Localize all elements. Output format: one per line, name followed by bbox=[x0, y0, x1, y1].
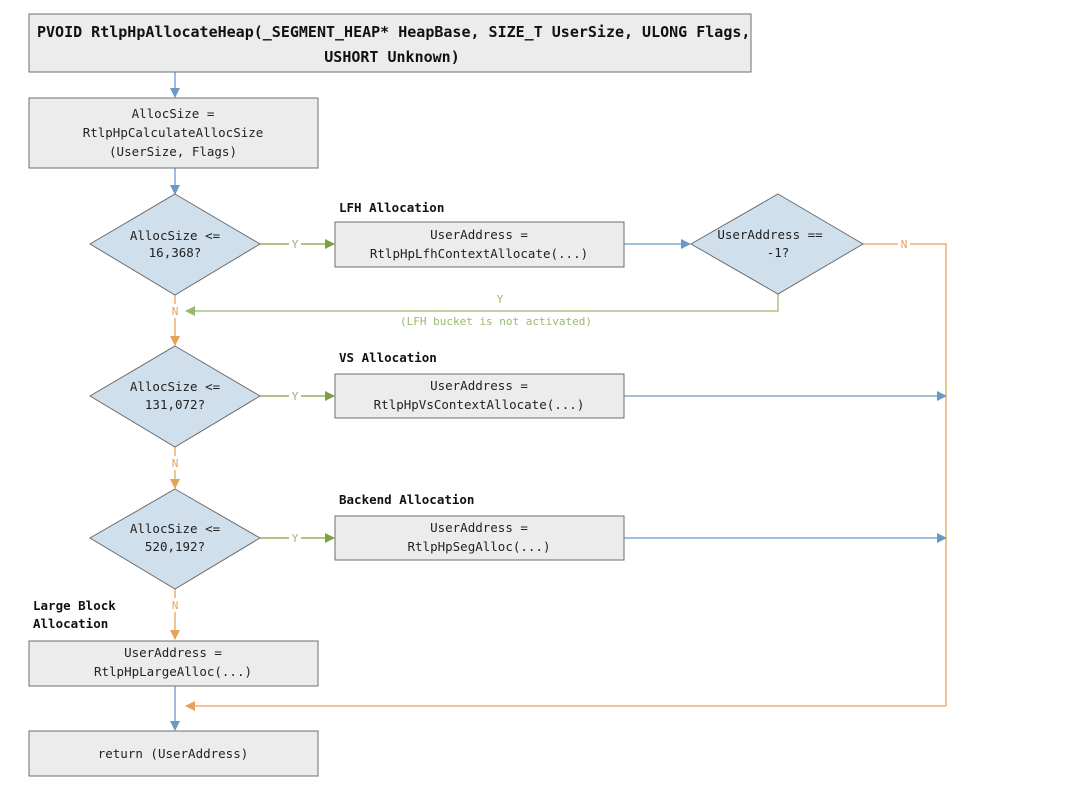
section-label-vs: VS Allocation bbox=[339, 350, 437, 365]
calc-alloc-size-line-3: (UserSize, Flags) bbox=[109, 144, 237, 159]
section-label-large-line-2: Allocation bbox=[33, 616, 108, 631]
edge-result-check-yes bbox=[185, 294, 779, 316]
seg-alloc-box: UserAddress = RtlpHpSegAlloc(...) bbox=[334, 515, 625, 561]
edge-result-check-no-b bbox=[910, 243, 947, 706]
lfh-check-diamond: AllocSize <= 16,368? bbox=[89, 193, 261, 296]
edge-label-no-backend: N bbox=[172, 599, 179, 612]
backend-check-diamond: AllocSize <= 520,192? bbox=[89, 488, 261, 590]
function-signature-line-2: USHORT Unknown) bbox=[324, 48, 459, 66]
large-alloc-line-2: RtlpHpLargeAlloc(...) bbox=[94, 664, 252, 679]
seg-alloc-line-2: RtlpHpSegAlloc(...) bbox=[408, 539, 551, 554]
lfh-result-check-diamond: UserAddress == -1? bbox=[689, 193, 864, 295]
edge-label-yes-backend: Y bbox=[292, 532, 299, 545]
lfh-alloc-box: UserAddress = RtlpHpLfhContextAllocate(.… bbox=[334, 221, 625, 268]
vs-alloc-line-2: RtlpHpVsContextAllocate(...) bbox=[374, 397, 585, 412]
calc-alloc-size-line-2: RtlpHpCalculateAllocSize bbox=[83, 125, 264, 140]
vs-check-diamond: AllocSize <= 131,072? bbox=[89, 345, 261, 448]
lfh-check-line-2: 16,368? bbox=[149, 245, 202, 260]
large-alloc-box: UserAddress = RtlpHpLargeAlloc(...) bbox=[28, 640, 319, 687]
function-signature-box: PVOID RtlpHpAllocateHeap(_SEGMENT_HEAP* … bbox=[28, 13, 752, 73]
lfh-result-check-line-1: UserAddress == bbox=[717, 227, 822, 242]
vs-alloc-line-1: UserAddress = bbox=[430, 378, 528, 393]
return-box: return (UserAddress) bbox=[28, 730, 319, 777]
function-signature-line-1: PVOID RtlpHpAllocateHeap(_SEGMENT_HEAP* … bbox=[37, 23, 750, 41]
calc-alloc-size-line-1: AllocSize = bbox=[132, 106, 215, 121]
seg-alloc-line-1: UserAddress = bbox=[430, 520, 528, 535]
lfh-check-line-1: AllocSize <= bbox=[130, 228, 220, 243]
section-label-backend: Backend Allocation bbox=[339, 492, 474, 507]
calc-alloc-size-box: AllocSize = RtlpHpCalculateAllocSize (Us… bbox=[28, 97, 319, 169]
vs-alloc-box: UserAddress = RtlpHpVsContextAllocate(..… bbox=[334, 373, 625, 419]
edge-label-yes-vs: Y bbox=[292, 390, 299, 403]
large-alloc-line-1: UserAddress = bbox=[124, 645, 222, 660]
section-label-lfh: LFH Allocation bbox=[339, 200, 444, 215]
edge-label-no-result: N bbox=[901, 238, 908, 251]
lfh-alloc-line-2: RtlpHpLfhContextAllocate(...) bbox=[370, 246, 588, 261]
vs-check-line-1: AllocSize <= bbox=[130, 379, 220, 394]
lfh-alloc-line-1: UserAddress = bbox=[430, 227, 528, 242]
vs-check-line-2: 131,072? bbox=[145, 397, 205, 412]
backend-check-line-2: 520,192? bbox=[145, 539, 205, 554]
return-text: return (UserAddress) bbox=[98, 746, 249, 761]
edge-label-yes-lfh: Y bbox=[292, 238, 299, 251]
section-label-large-line-1: Large Block bbox=[33, 598, 116, 613]
edge-label-lfh-not-activated: (LFH bucket is not activated) bbox=[400, 315, 592, 328]
backend-check-line-1: AllocSize <= bbox=[130, 521, 220, 536]
connectors bbox=[170, 72, 947, 731]
lfh-result-check-line-2: -1? bbox=[767, 245, 790, 260]
edge-label-no-lfh: N bbox=[172, 305, 179, 318]
edge-label-no-vs: N bbox=[172, 457, 179, 470]
edge-label-yes-result: Y bbox=[497, 293, 504, 306]
